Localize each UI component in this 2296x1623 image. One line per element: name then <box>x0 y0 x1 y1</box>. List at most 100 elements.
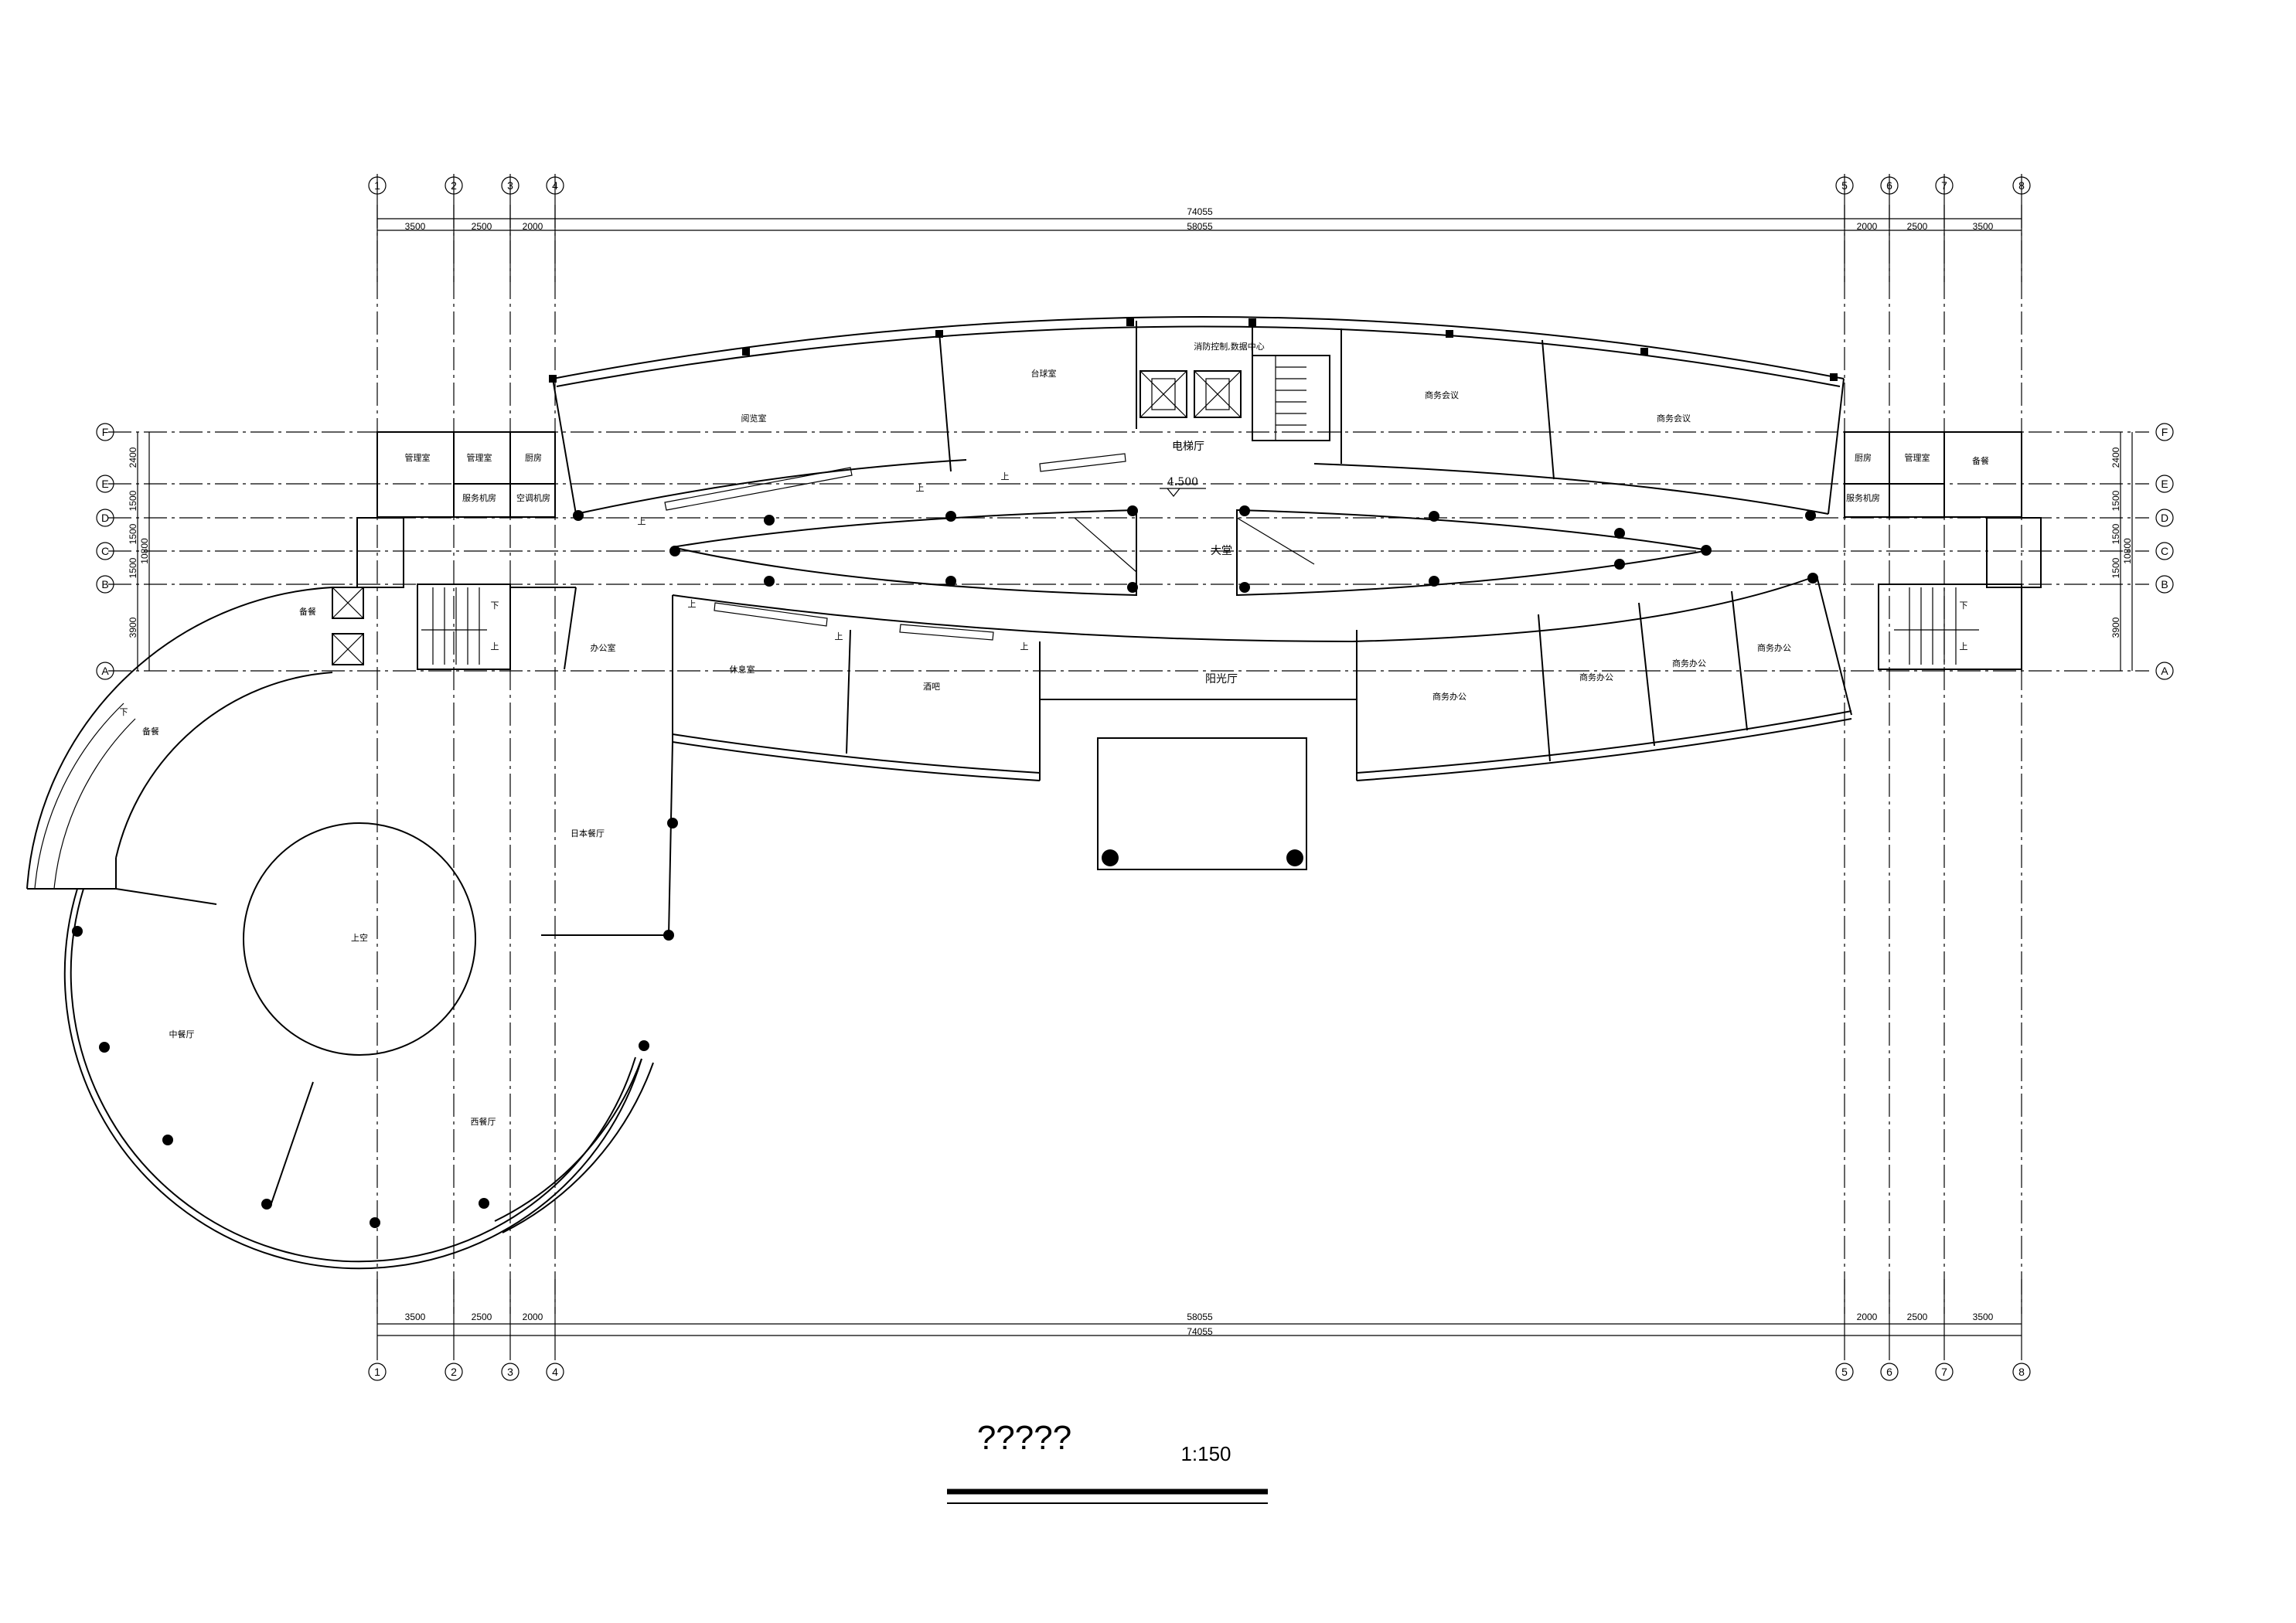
dim-top-seg-3: 2000 <box>523 221 543 232</box>
bottom-grid-bubbles: 1 2 3 4 5 6 7 8 <box>368 1363 2031 1381</box>
grid-bubble-left-A: A <box>101 665 109 677</box>
room-small-l2: 管理室 <box>467 452 492 463</box>
room-store: 备餐 <box>299 606 316 617</box>
room-biz-office-4: 商务办公 <box>1757 642 1791 653</box>
left-grid-bubbles: F E D C B A 2400 1500 1500 1500 3900 108… <box>96 423 150 680</box>
dim-right-seg-4: 1500 <box>2110 557 2121 578</box>
room-elevator-hall: 电梯厅 <box>1172 441 1204 453</box>
label-up-3: 上 <box>638 516 646 526</box>
grid-bubble-left-E: E <box>101 478 108 490</box>
label-up-1: 上 <box>916 483 925 493</box>
room-fire-control: 消防控制,数据中心 <box>1194 341 1265 352</box>
dim-right-seg-2: 1500 <box>2110 490 2121 511</box>
lobby-atrium <box>672 509 1709 597</box>
dim-top-seg-1: 3500 <box>405 221 426 232</box>
room-biz-office-3: 商务办公 <box>1672 658 1706 669</box>
room-japanese: 日本餐厅 <box>571 828 605 839</box>
room-lobby: 大堂 <box>1211 545 1232 557</box>
label-up-2: 上 <box>1001 471 1010 481</box>
grid-bubble-right-F: F <box>2161 426 2168 438</box>
label-up-6: 上 <box>1020 641 1029 652</box>
room-rest: 休息室 <box>730 664 755 675</box>
grid-bubble-top-7: 7 <box>1941 179 1947 192</box>
grid-bubble-top-6: 6 <box>1886 179 1892 192</box>
room-void: 上空 <box>351 932 368 943</box>
grid-bubble-top-3: 3 <box>507 179 513 192</box>
room-prep: 备餐 <box>142 726 159 737</box>
grid-bubble-right-B: B <box>2161 578 2168 590</box>
grid-bubble-top-4: 4 <box>552 179 558 192</box>
grid-bubble-bottom-6: 6 <box>1886 1366 1892 1378</box>
dim-right-seg-1: 2400 <box>2110 447 2121 468</box>
dim-right-seg-3: 1500 <box>2110 523 2121 544</box>
dim-left-seg-2: 1500 <box>128 490 138 511</box>
grid-bubble-bottom-1: 1 <box>374 1366 380 1378</box>
room-small-l3: 厨房 <box>525 453 542 463</box>
grid-bubble-top-1: 1 <box>374 179 380 192</box>
dim-top-seg-6: 2500 <box>1907 221 1928 232</box>
grid-bubble-bottom-4: 4 <box>552 1366 558 1378</box>
room-biz-meeting: 商务会议 <box>1425 390 1459 400</box>
dim-bottom-seg-1: 3500 <box>405 1312 426 1322</box>
dim-top-seg-4: 58055 <box>1187 221 1213 232</box>
top-dimension-chain: 74055 3500 2500 2000 58055 2000 2500 350… <box>376 174 2022 282</box>
dim-left-seg-4: 1500 <box>128 557 138 578</box>
label-up-7: 上 <box>491 641 499 652</box>
label-up-5: 上 <box>835 631 843 641</box>
grid-bubble-left-C: C <box>101 545 109 557</box>
room-reading: 阅览室 <box>741 413 767 424</box>
structural-columns <box>72 318 1838 1228</box>
grid-bubble-left-F: F <box>102 426 109 438</box>
grid-bubble-bottom-2: 2 <box>451 1366 457 1378</box>
label-down-1: 下 <box>491 601 499 611</box>
dim-bottom-seg-5: 2000 <box>1857 1312 1878 1322</box>
dim-left-seg-5: 3900 <box>128 617 138 638</box>
label-down-3: 下 <box>120 707 128 717</box>
dim-right-overall: 10800 <box>2122 538 2133 564</box>
room-small-r1: 厨房 <box>1855 453 1872 463</box>
room-bar: 酒吧 <box>923 682 940 692</box>
grid-bubble-right-A: A <box>2161 665 2168 677</box>
dim-bottom-seg-6: 2500 <box>1907 1312 1928 1322</box>
east-service-block <box>1844 431 2042 670</box>
planters <box>664 453 1126 641</box>
dim-bottom-seg-7: 3500 <box>1973 1312 1994 1322</box>
level-label: 4.500 <box>1167 476 1198 488</box>
grid-bubble-top-8: 8 <box>2018 179 2025 192</box>
dim-top-seg-5: 2000 <box>1857 221 1878 232</box>
grid-bubble-bottom-8: 8 <box>2018 1366 2025 1378</box>
room-biz-meeting-2: 商务会议 <box>1657 413 1691 424</box>
grid-bubble-left-B: B <box>101 578 108 590</box>
room-small-l5: 空调机房 <box>516 492 550 503</box>
room-biz-office-2: 商务办公 <box>1579 672 1613 682</box>
grid-bubble-bottom-3: 3 <box>507 1366 513 1378</box>
dim-left-seg-1: 2400 <box>128 447 138 468</box>
right-grid-bubbles: F E D C B A 2400 1500 1500 1500 3900 108… <box>2110 423 2174 680</box>
dim-top-overall: 74055 <box>1187 206 1213 217</box>
room-labels: 消防控制,数据中心 电梯厅 大堂 阳光厅 阅览室 台球室 商务会议 商务会议 休… <box>120 341 1990 1127</box>
room-small-l4: 服务机房 <box>462 492 496 503</box>
dim-right-seg-5: 3900 <box>2110 617 2121 638</box>
label-up-8: 上 <box>1960 641 1968 652</box>
grid-bubble-top-5: 5 <box>1841 179 1848 192</box>
dim-bottom-seg-4: 58055 <box>1187 1312 1213 1322</box>
label-up-4: 上 <box>688 599 697 609</box>
drawing-scale: 1:150 <box>1180 1442 1231 1465</box>
dim-left-overall: 10800 <box>139 538 150 564</box>
grid-bubble-bottom-5: 5 <box>1841 1366 1848 1378</box>
grid-bubble-right-D: D <box>2161 512 2168 524</box>
dim-top-seg-2: 2500 <box>472 221 492 232</box>
bottom-dimension-chain: 3500 2500 2000 58055 2000 2500 3500 7405… <box>376 1279 2022 1360</box>
room-small-r3: 服务机房 <box>1846 492 1880 503</box>
dim-bottom-overall: 74055 <box>1187 1326 1213 1337</box>
dim-left-seg-3: 1500 <box>128 523 138 544</box>
level-marker: 4.500 <box>1160 476 1206 497</box>
grid-bubble-right-C: C <box>2161 545 2168 557</box>
grid-bubble-top-2: 2 <box>451 179 457 192</box>
room-small-l1: 管理室 <box>405 452 431 463</box>
drawing-title: ????? <box>977 1419 1071 1457</box>
dim-bottom-seg-2: 2500 <box>472 1312 492 1322</box>
grid-bubble-bottom-7: 7 <box>1941 1366 1947 1378</box>
south-wing-walls <box>672 575 1852 870</box>
